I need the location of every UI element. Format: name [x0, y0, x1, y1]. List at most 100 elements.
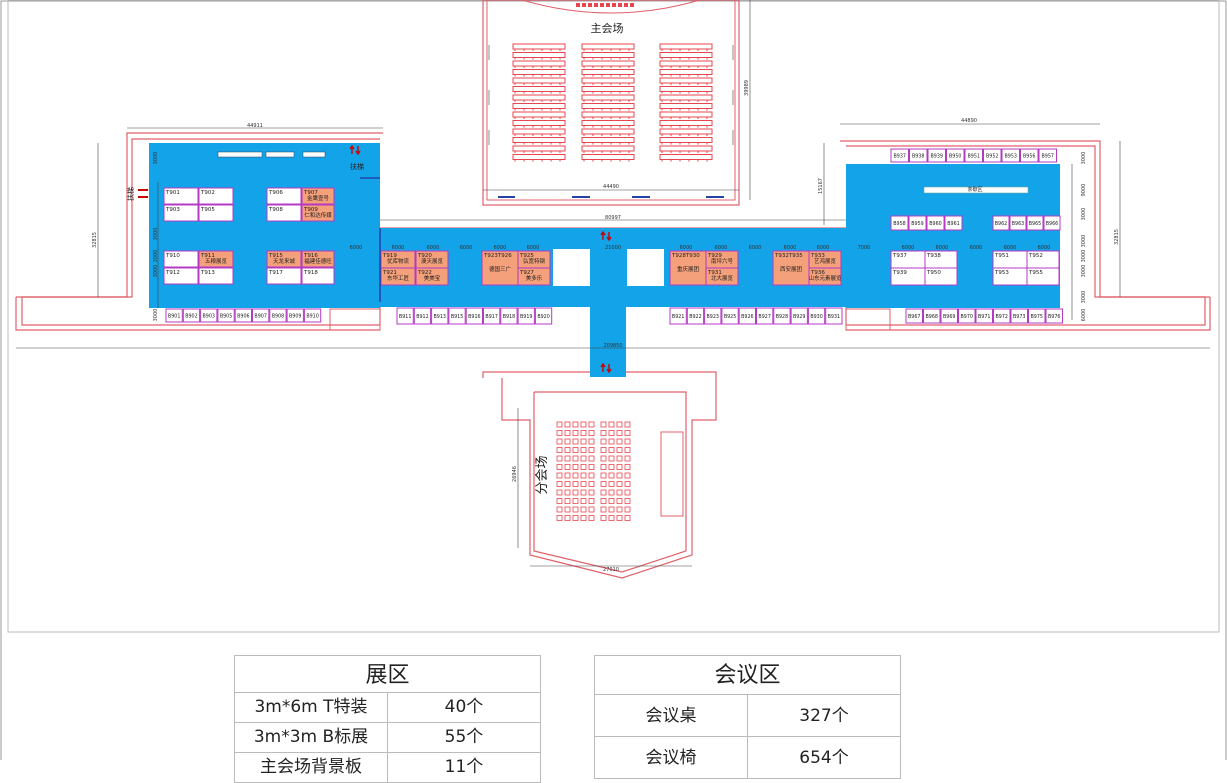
sub-seat: [588, 481, 595, 487]
t-booth-id: T951: [994, 253, 1009, 259]
t-booth-id: T920: [417, 253, 432, 259]
sub-seat: [556, 447, 563, 453]
t-booth-name: 东华工匠: [387, 274, 410, 282]
b-booth: [413, 307, 432, 325]
sub-seat: [616, 438, 623, 445]
t-booth: [198, 267, 234, 285]
sub-seat: [588, 515, 595, 521]
sub-seat: [564, 455, 571, 462]
b-booth: [721, 307, 739, 325]
sub-seat: [608, 506, 615, 513]
sub-seat: [616, 489, 623, 496]
b-booth: [1020, 148, 1039, 163]
sub-seat: [580, 472, 587, 479]
b-booth-id: B967: [908, 314, 920, 320]
dim-label: 15167: [818, 178, 824, 194]
t-booth-id: T921: [382, 270, 397, 276]
b-booth: [165, 308, 183, 323]
sub-seat: [556, 481, 563, 487]
stage-arc: [521, 0, 701, 14]
b-booth: [303, 308, 322, 323]
sub-seat: [608, 489, 615, 496]
b-booth-id: B921: [672, 314, 684, 320]
t-booth: [301, 250, 335, 268]
t-booth-id: T915: [268, 253, 283, 259]
t-booth: [198, 187, 234, 205]
t-booth: [198, 250, 234, 268]
t-booth-id: T933: [810, 253, 825, 259]
sub-seat: [580, 481, 587, 487]
meeting-summary-title: 会议区: [595, 656, 900, 695]
b-booth: [431, 307, 449, 325]
sub-stage: [660, 431, 684, 517]
t-booth-name: 山东元素展览: [808, 274, 842, 282]
sub-seat: [564, 421, 571, 428]
b-booth: [182, 308, 201, 323]
b-booth: [926, 215, 945, 231]
sub-seat: [608, 455, 615, 462]
t-booth: [266, 204, 302, 222]
dim-label: 6000: [749, 245, 762, 251]
sub-seat: [556, 489, 563, 496]
b-booth: [1010, 308, 1028, 324]
dim-label: 6000: [784, 245, 797, 251]
dim-label: 6000: [494, 245, 507, 251]
sub-seat: [564, 447, 571, 453]
b-booth-id: B931: [828, 314, 840, 320]
exhibit-row-label: 3m*3m B标展: [235, 723, 388, 752]
dim-label: 6000: [527, 245, 540, 251]
sub-seat: [624, 447, 631, 453]
escalator-arrow: [349, 144, 361, 156]
sub-seat: [608, 464, 615, 470]
sub-hall-wall-inner: [533, 391, 687, 573]
sub-seat: [588, 438, 595, 445]
b-booth: [825, 307, 843, 325]
sub-seat: [588, 464, 595, 470]
sub-seat: [556, 430, 563, 436]
sub-seat: [600, 506, 607, 513]
void-2: [627, 249, 664, 286]
b-booth: [269, 308, 287, 323]
lounge-bar: [923, 186, 1029, 194]
b-booth: [927, 148, 946, 163]
t-booth-id: T931: [707, 270, 722, 276]
seat-row: [512, 137, 566, 143]
meeting-row-chair: 会议椅 654个: [595, 737, 900, 779]
sub-seat: [588, 421, 595, 428]
sub-seat: [600, 515, 607, 521]
seat-row: [581, 103, 635, 109]
b-booth-id: B909: [289, 314, 301, 320]
sub-seat: [572, 472, 579, 479]
t-booth-id: T952: [1028, 253, 1043, 259]
sub-hall: [556, 421, 684, 521]
b-booth: [686, 307, 705, 325]
b-booth: [905, 308, 923, 324]
exhibit-row-label: 主会场背景板: [235, 753, 388, 782]
sub-seat: [572, 506, 579, 513]
sub-seat: [580, 506, 587, 513]
sub-seat: [624, 498, 631, 504]
sub-seat: [556, 464, 563, 470]
seat-row: [512, 86, 566, 92]
b-booth-id: B903: [203, 314, 215, 320]
sub-seat: [580, 447, 587, 453]
t-booth: [415, 267, 449, 286]
b-booth-id: B901: [168, 314, 180, 320]
seat-row: [512, 103, 566, 109]
seat-row: [512, 77, 566, 84]
b-booth-id: B915: [451, 314, 463, 320]
sub-seat: [588, 472, 595, 479]
b-booth: [944, 215, 963, 231]
dim-label: 6000: [936, 245, 949, 251]
t-booth-name: 西安展团: [780, 265, 803, 273]
dim-label: 3000: [153, 265, 159, 278]
dim-label: 6000: [427, 245, 440, 251]
b-booth-id: B966: [1046, 221, 1058, 227]
seat-row: [512, 111, 566, 118]
storage-room-right: [845, 308, 891, 331]
t-booth-id: T905: [200, 207, 215, 213]
b-booth: [946, 148, 965, 163]
b-booth: [790, 307, 808, 325]
dim-label: 3000: [1081, 208, 1087, 221]
